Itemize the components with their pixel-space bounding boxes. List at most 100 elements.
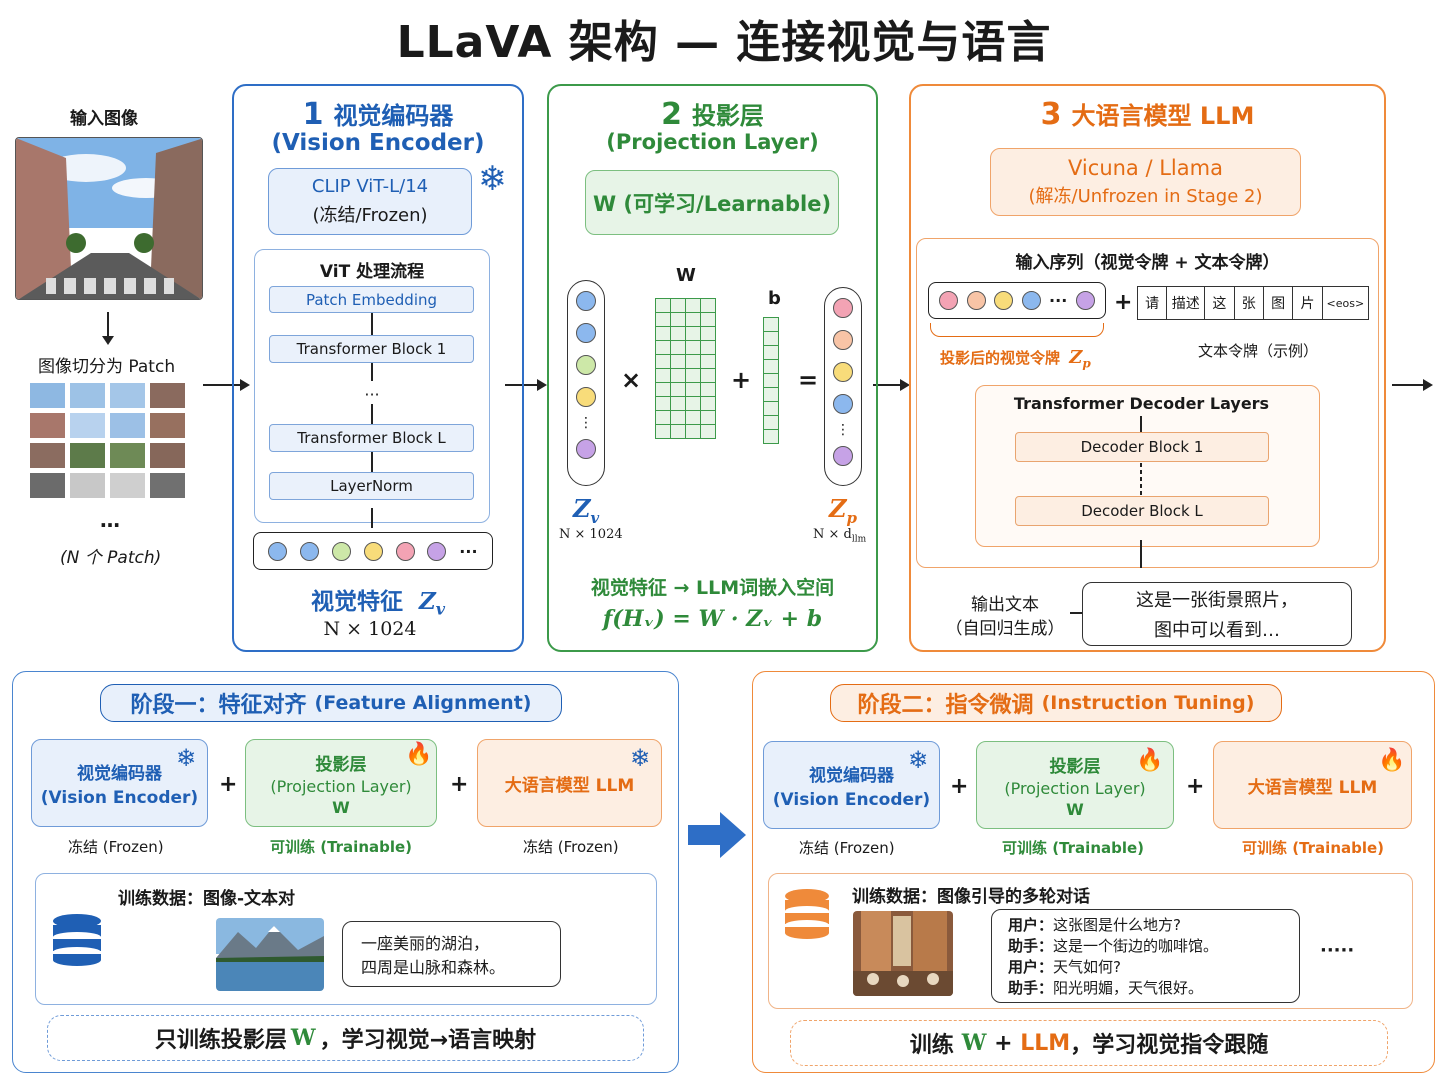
stage2-dialog-bubble: 用户：这张图是什么地方? 助手：这是一个街边的咖啡馆。 用户：天气如何? 助手：… bbox=[991, 909, 1300, 1003]
token-dot bbox=[363, 541, 383, 561]
token-dot bbox=[300, 541, 320, 561]
stage2-llm-box: 大语言模型 LLM bbox=[1213, 741, 1412, 829]
stage2-title: 阶段二：指令微调 (Instruction Tuning) bbox=[830, 684, 1282, 722]
stage1-title: 阶段一：特征对齐(Feature Alignment) bbox=[100, 684, 562, 722]
text-token: 片 bbox=[1293, 287, 1323, 319]
transformer-block-l-step: Transformer Block L bbox=[269, 424, 474, 452]
output-label-1: 输出文本 bbox=[971, 595, 1039, 615]
zp-sub: p bbox=[846, 508, 858, 527]
cafe-image bbox=[853, 911, 953, 996]
stage2-summary: 训练 W + LLM ，学习视觉指令跟随 bbox=[790, 1020, 1388, 1066]
transformer-block-1-step: Transformer Block 1 bbox=[269, 335, 474, 363]
zp-vector: ⋮ bbox=[824, 287, 862, 486]
dialog-line: 助手：这是一个街边的咖啡馆。 bbox=[1008, 936, 1283, 957]
output-label-2: （自回归生成） bbox=[945, 619, 1065, 639]
dialog-text: 阳光明媚，天气很好。 bbox=[1053, 979, 1204, 997]
dialog-speaker: 用户： bbox=[1008, 958, 1054, 976]
clip-model-state: (冻结/Frozen) bbox=[312, 205, 428, 226]
visual-feature-tokens: ··· bbox=[253, 532, 493, 570]
llm-model-state: (解冻/Unfrozen in Stage 2) bbox=[1028, 186, 1263, 207]
page-title: LLaVA 架构 — 连接视觉与语言 bbox=[396, 17, 1052, 68]
snowflake-icon: ❄ bbox=[478, 159, 507, 199]
zv-vector: ⋮ bbox=[567, 280, 605, 486]
arrowhead bbox=[900, 379, 910, 391]
token-dot bbox=[939, 291, 959, 310]
arrowhead bbox=[537, 379, 547, 391]
snowflake-icon: ❄ bbox=[630, 744, 651, 772]
stage1-caption-1: 一座美丽的湖泊， bbox=[361, 934, 490, 953]
stage2-encoder-box: 视觉编码器 (Vision Encoder) bbox=[763, 741, 940, 829]
zv-var-letter: Z bbox=[418, 588, 436, 615]
zp-ellipsis: ⋮ bbox=[836, 422, 850, 438]
llm-panel bbox=[909, 84, 1386, 652]
stage2-title-text: 阶段二：指令微调 bbox=[857, 693, 1034, 718]
fire-icon: 🔥 bbox=[1136, 748, 1164, 773]
projected-tokens-label: 投影后的视觉令牌 Zp bbox=[940, 347, 1091, 371]
stage2-encoder-name: 视觉编码器 bbox=[809, 765, 894, 786]
stage1-plus: + bbox=[219, 772, 238, 797]
stage1-proj-state: 可训练 (Trainable) bbox=[270, 838, 413, 856]
vit-ellipsis: ··· bbox=[364, 385, 380, 404]
arrowhead bbox=[102, 336, 114, 345]
stage-arrow-icon bbox=[688, 812, 748, 862]
text-token: 描述 bbox=[1167, 287, 1206, 319]
input-label: 输入图像 bbox=[70, 109, 138, 129]
dialog-text: 这是一个街边的咖啡馆。 bbox=[1053, 937, 1219, 955]
stage1-plus: + bbox=[450, 772, 469, 797]
lake-image bbox=[216, 918, 324, 991]
stage1-panel bbox=[12, 671, 679, 1073]
flow-arrow bbox=[1140, 463, 1142, 496]
fire-icon: 🔥 bbox=[1378, 748, 1406, 773]
projection-panel bbox=[547, 84, 878, 652]
dialog-text: 天气如何? bbox=[1053, 958, 1121, 976]
output-text-box: 这是一张街景照片， 图中可以看到… bbox=[1082, 582, 1352, 646]
dialog-speaker: 助手： bbox=[1008, 979, 1054, 997]
stage1-proj-name: 投影层 bbox=[315, 754, 367, 775]
zv-label: Zv bbox=[573, 494, 599, 527]
token-dot bbox=[1075, 291, 1095, 310]
clip-model-box: CLIP ViT-L/14 (冻结/Frozen) bbox=[268, 168, 472, 235]
text-token: 这 bbox=[1205, 287, 1235, 319]
output-text-1: 这是一张街景照片， bbox=[1136, 590, 1298, 611]
flow-arrow bbox=[371, 452, 373, 472]
token-dot bbox=[1021, 291, 1041, 310]
stage2-encoder-en: (Vision Encoder) bbox=[772, 789, 931, 810]
plus-sign: + bbox=[731, 366, 752, 394]
zv-dot bbox=[576, 291, 596, 311]
stage2-summary-plus: + bbox=[986, 1030, 1021, 1056]
stage2-data-box bbox=[768, 873, 1413, 1009]
output-text-2: 图中可以看到… bbox=[1154, 620, 1280, 641]
zv-ellipsis: ⋮ bbox=[579, 415, 593, 431]
decoder-block-l: Decoder Block L bbox=[1015, 496, 1269, 526]
zv-dot bbox=[576, 355, 596, 375]
stage1-proj-en: (Projection Layer) bbox=[270, 776, 412, 796]
stage1-title-en: (Feature Alignment) bbox=[314, 692, 532, 714]
llm-number: 3 bbox=[1040, 97, 1062, 132]
stage2-title-en: (Instruction Tuning) bbox=[1041, 692, 1255, 714]
stage1-data-label: 训练数据：图像-文本对 bbox=[118, 889, 296, 909]
stage2-data-label: 训练数据：图像引导的多轮对话 bbox=[852, 887, 1090, 907]
stage2-projection-box: 投影层 (Projection Layer) W bbox=[976, 741, 1174, 829]
projection-formula: f(Hᵥ) = W · Zᵥ + b bbox=[602, 606, 823, 632]
arrow-input-encoder bbox=[203, 384, 241, 386]
vit-flow-title: ViT 处理流程 bbox=[319, 262, 425, 282]
zp-inline-sub: p bbox=[1082, 356, 1091, 371]
projected-tokens-label-text: 投影后的视觉令牌 bbox=[940, 349, 1061, 367]
stage2-llm-state: 可训练 (Trainable) bbox=[1242, 839, 1385, 857]
stage2-summary-post: ，学习视觉指令跟随 bbox=[1070, 1033, 1269, 1058]
patch-label: 图像切分为 Patch bbox=[38, 357, 176, 377]
stage1-data-box bbox=[35, 873, 657, 1005]
stage1-proj-w: W bbox=[332, 797, 350, 817]
flow-arrow bbox=[371, 508, 373, 528]
stage1-caption-2: 四周是山脉和森林。 bbox=[361, 958, 506, 977]
patch-dots: … bbox=[100, 508, 120, 532]
token-dot bbox=[395, 541, 415, 561]
stage1-llm-box: 大语言模型 LLM bbox=[477, 739, 662, 827]
stage2-summary-llm: LLM bbox=[1020, 1030, 1071, 1056]
database-icon bbox=[50, 912, 104, 970]
token-dot bbox=[966, 291, 986, 310]
flow-arrow bbox=[371, 404, 373, 424]
zv-letter: Z bbox=[573, 494, 591, 523]
